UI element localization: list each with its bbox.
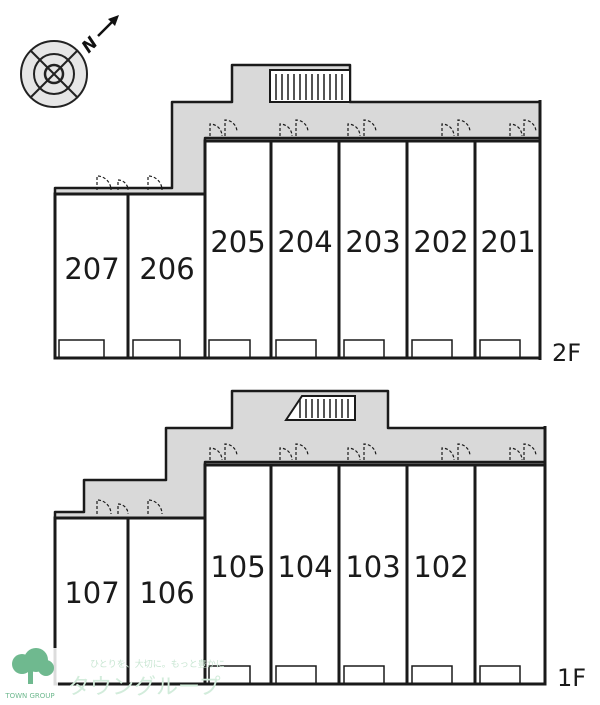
unit-106	[126, 516, 207, 686]
unit-number: 202	[413, 225, 468, 259]
unit-205	[203, 139, 273, 360]
watermark-tagline: ひとりを、大切に。もっと豊かに	[90, 658, 225, 670]
watermark-logo-text: TOWN GROUP	[4, 692, 54, 700]
unit-102	[405, 463, 477, 686]
unit-numbers-1f: 107 106 105 104 103 102	[64, 550, 468, 610]
unit-206	[126, 192, 207, 360]
unit-number: 106	[139, 576, 194, 610]
compass-north-label: N	[78, 33, 102, 57]
floor-label-2f: 2F	[552, 339, 581, 367]
compass-rose-icon	[20, 40, 88, 108]
doors-1f	[96, 443, 537, 515]
tree-logo-icon	[2, 648, 58, 700]
unit-number: 105	[210, 550, 265, 584]
unit-number: 104	[277, 550, 332, 584]
unit-201	[473, 139, 542, 360]
unit-number: 204	[277, 225, 332, 259]
unit-203	[337, 139, 409, 360]
unit-number: 203	[345, 225, 400, 259]
compass: N	[20, 15, 119, 108]
floor-2f: 207 206 205 204 203 202 201 2F	[53, 63, 581, 367]
unit-number: 207	[64, 252, 119, 286]
floor-1f: 107 106 105 104 103 102 1F	[53, 389, 586, 692]
unit-104	[269, 463, 341, 686]
doors-2f	[96, 119, 537, 191]
unit-number: 201	[480, 225, 535, 259]
stairs-1f	[284, 395, 356, 421]
unit-number: 107	[64, 576, 119, 610]
unit-numbers-2f: 207 206 205 204 203 202 201	[64, 225, 535, 286]
unit-number: 103	[345, 550, 400, 584]
unit-row-2f	[53, 139, 542, 360]
unit-number: 206	[139, 252, 194, 286]
unit-105	[203, 463, 273, 686]
unit-207	[53, 192, 130, 360]
floor-label-1f: 1F	[557, 664, 586, 692]
stairs-2f	[269, 69, 351, 103]
watermark: TOWN GROUP ひとりを、大切に。もっと豊かに タウングループ	[2, 648, 225, 700]
unit-number: 102	[413, 550, 468, 584]
unit-101	[473, 463, 547, 686]
north-arrow-icon	[97, 15, 119, 37]
watermark-company-name: タウングループ	[68, 675, 221, 700]
balconies-1f	[208, 665, 521, 684]
unit-row-1f	[53, 463, 547, 686]
unit-number: 205	[210, 225, 265, 259]
balconies-2f	[58, 339, 521, 358]
